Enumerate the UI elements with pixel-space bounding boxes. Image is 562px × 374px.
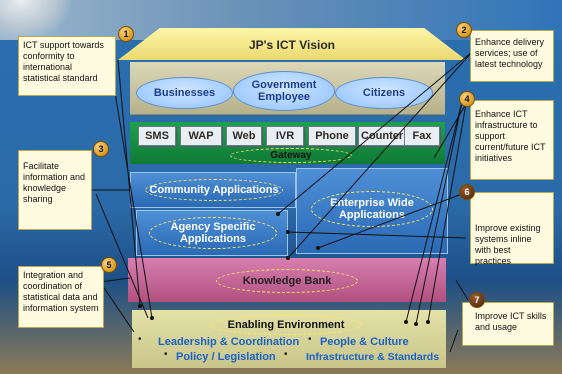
clock-image <box>0 0 70 40</box>
number-badge-4: 4 <box>459 91 475 107</box>
people-culture-text: People & Culture <box>320 336 409 348</box>
enabling-environment-band: Enabling Environment • Leadership & Coor… <box>132 310 446 368</box>
gateway-band: SMS WAP Web IVR Phone Counter Fax Gatewa… <box>130 122 445 164</box>
number-badge-2: 2 <box>456 22 472 38</box>
note-5: Integration and coordination of statisti… <box>18 266 104 328</box>
number-badge-6: 6 <box>459 184 475 200</box>
community-applications-label: Community Applications <box>145 179 283 201</box>
vision-title: JP's ICT Vision <box>249 38 335 52</box>
number-badge-1: 1 <box>118 26 134 42</box>
channel-chip: Web <box>226 126 262 146</box>
enterprise-applications-box: Enterprise Wide Applications <box>296 168 448 254</box>
stakeholder-citizens: Citizens <box>335 77 433 109</box>
channel-chip: SMS <box>138 126 176 146</box>
number-badge-7: 7 <box>469 292 485 308</box>
leadership-coordination-text: Leadership & Coordination <box>158 336 300 348</box>
infrastructure-standards-text: Infrastructure & Standards <box>306 351 440 363</box>
stakeholder-businesses: Businesses <box>136 77 233 109</box>
note-2: Enhance delivery services; use of latest… <box>470 30 554 82</box>
note-4: Enhance ICT infrastructure to support cu… <box>470 100 554 180</box>
number-badge-5: 5 <box>101 257 117 273</box>
knowledge-bank-band: Knowledge Bank <box>128 258 446 302</box>
channel-chip: IVR <box>266 126 304 146</box>
policy-legislation-text: Policy / Legislation <box>176 351 276 363</box>
note-7: Improve ICT skills and usage <box>462 302 554 346</box>
gateway-label: Gateway <box>230 148 352 163</box>
number-badge-3: 3 <box>93 141 109 157</box>
stakeholders-band: Businesses Government Employee Citizens <box>130 62 445 114</box>
enterprise-applications-label: Enterprise Wide Applications <box>311 191 433 227</box>
enabling-environment-label: Enabling Environment <box>210 315 362 335</box>
agency-applications-label: Agency Specific Applications <box>149 217 277 249</box>
stakeholder-government-employee: Government Employee <box>233 71 335 111</box>
bullet: • <box>164 349 168 360</box>
community-applications-box: Community Applications <box>130 172 296 208</box>
note-1: ICT support towards conformity to intern… <box>18 36 116 96</box>
note-3: Facilitate information and knowledge sha… <box>18 150 92 230</box>
roof-shape <box>118 28 466 60</box>
channel-chip: WAP <box>180 126 222 146</box>
vision-roof: JP's ICT Vision <box>118 28 466 60</box>
note-6: Improve existing systems inline with bes… <box>470 192 554 266</box>
bullet: • <box>308 334 312 345</box>
bullet: • <box>284 349 288 360</box>
channel-chip: Fax <box>404 126 440 146</box>
bullet: • <box>138 334 142 345</box>
channel-chip: Phone <box>308 126 356 146</box>
agency-applications-box: Agency Specific Applications <box>136 210 288 256</box>
knowledge-bank-label: Knowledge Bank <box>216 269 358 293</box>
